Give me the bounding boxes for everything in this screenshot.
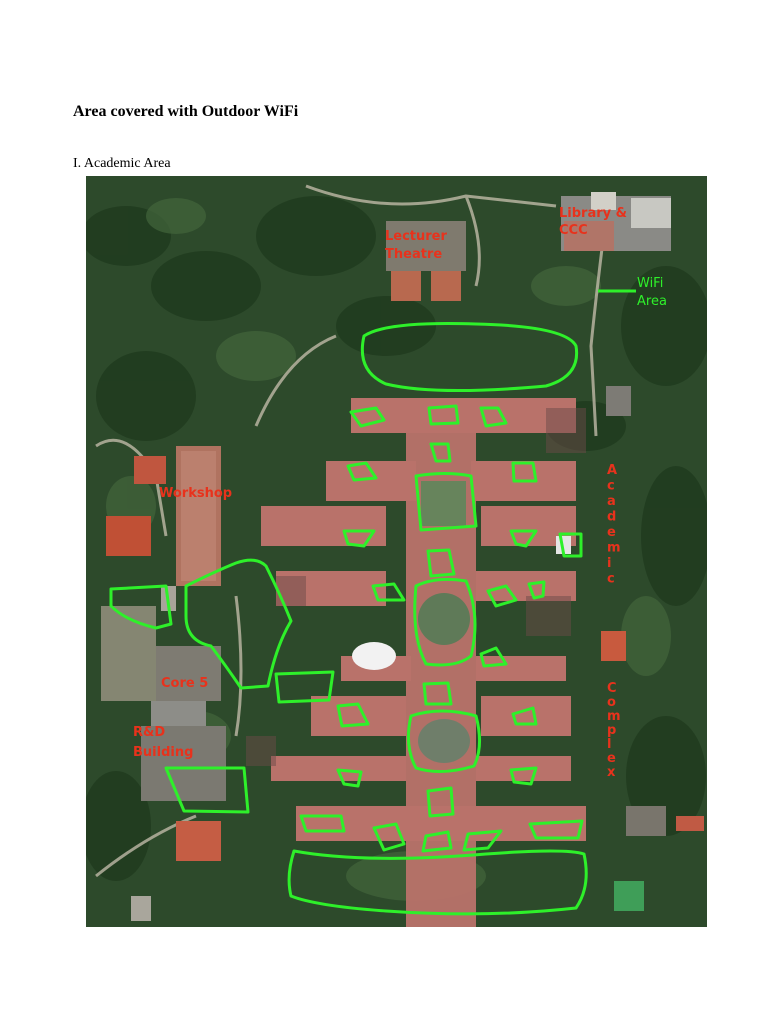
- library-label-line1: Library &: [559, 206, 627, 221]
- wifi-area-outlines: [109, 289, 636, 916]
- wifi-zone-west-park: [109, 584, 173, 630]
- map-labels: Library & CCC Lecturer Theatre Workshop …: [133, 206, 627, 760]
- complex-label-letter: x: [607, 765, 616, 780]
- wifi-zone-workshop-park: [184, 558, 293, 690]
- academic-label-letter: c: [607, 479, 615, 494]
- page-title: Area covered with Outdoor WiFi: [73, 103, 299, 120]
- wifi-zone-north: [360, 322, 579, 393]
- wifi-zone: [462, 829, 503, 852]
- wifi-zone: [371, 582, 406, 602]
- east-buildings: [556, 386, 704, 911]
- wifi-zone: [274, 670, 335, 704]
- workshop-label: Workshop: [159, 486, 232, 501]
- wifi-zone: [511, 706, 538, 726]
- wifi-zone: [479, 646, 508, 668]
- academic-label-letter: e: [607, 525, 616, 540]
- academic-label-letter: c: [607, 572, 615, 587]
- library-label-line2: CCC: [559, 223, 588, 238]
- academic-label-letter: a: [607, 494, 616, 509]
- academic-label-letter: i: [607, 556, 611, 571]
- wifi-zone: [509, 766, 538, 786]
- workshop-buildings: [106, 446, 221, 611]
- lecture-theatre-label-line2: Theatre: [385, 247, 442, 262]
- wifi-zone: [429, 442, 452, 463]
- complex-label-letter: p: [607, 723, 616, 738]
- wifi-zone: [426, 548, 456, 578]
- core5-label: Core 5: [161, 676, 208, 691]
- wifi-zone-courtyard-1: [414, 472, 478, 532]
- map-svg: Library & CCC Lecturer Theatre Workshop …: [86, 176, 707, 927]
- wifi-zone: [422, 681, 453, 706]
- wifi-zone: [346, 461, 378, 482]
- rd-label-line1: R&D: [133, 725, 165, 740]
- wifi-zone: [336, 702, 370, 728]
- wifi-zone-rd-park: [164, 766, 250, 814]
- wifi-zone: [486, 584, 518, 608]
- wifi-zone: [509, 529, 538, 548]
- courtyards: [418, 481, 470, 763]
- wifi-zone-courtyard-3: [406, 709, 481, 773]
- wifi-zone: [349, 406, 386, 428]
- wifi-zone-bright: [558, 532, 583, 558]
- lecture-theatre-label-line1: Lecturer: [385, 229, 448, 244]
- complex-label-letter: e: [607, 751, 616, 766]
- wifi-zone: [342, 529, 376, 548]
- building-shadows: [246, 408, 586, 766]
- complex-label-letter: m: [607, 709, 621, 724]
- wifi-zone: [527, 580, 546, 600]
- legend-line1: WiFi: [637, 276, 663, 291]
- wifi-zone: [336, 768, 363, 788]
- legend-line2: Area: [637, 294, 667, 309]
- rd-buildings: [131, 726, 226, 921]
- wifi-zone: [421, 830, 453, 853]
- wifi-zone-courtyard-2: [413, 577, 477, 667]
- lecture-theatre-buildings: [386, 221, 466, 301]
- academic-label-letter: d: [607, 510, 616, 525]
- roads: [95, 184, 608, 878]
- wifi-zone: [372, 822, 406, 852]
- complex-label-letter: C: [607, 681, 617, 696]
- wifi-zone: [479, 406, 508, 428]
- library-buildings: [561, 192, 671, 251]
- academic-label-letter: m: [607, 541, 621, 556]
- complex-label-letter: l: [607, 737, 611, 752]
- tree-texture: [86, 196, 707, 881]
- wifi-zone-south: [287, 849, 588, 916]
- legend: WiFi Area: [637, 276, 667, 309]
- academic-label-letter: A: [607, 463, 617, 478]
- complex-label-letter: o: [607, 695, 616, 710]
- white-tent: [352, 642, 396, 670]
- section-label: I. Academic Area: [73, 156, 171, 171]
- wifi-zone: [427, 404, 460, 426]
- wifi-zone: [511, 461, 538, 483]
- wifi-zone: [426, 786, 455, 818]
- wifi-zone: [299, 814, 346, 833]
- campus-aerial-map: Library & CCC Lecturer Theatre Workshop …: [86, 176, 707, 927]
- rd-label-line2: Building: [133, 745, 193, 760]
- wifi-zone: [528, 819, 584, 840]
